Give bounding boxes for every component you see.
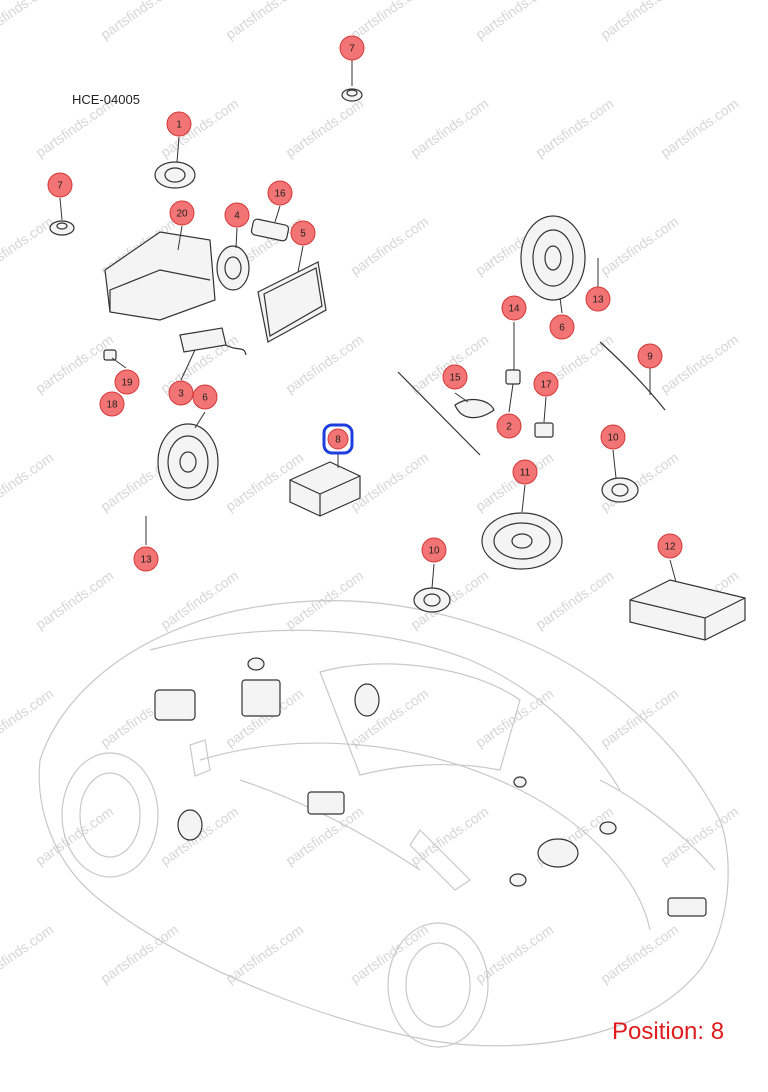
callout-number: 11 [520, 468, 531, 479]
callout[interactable]: 5 [290, 220, 316, 246]
callout-number: 13 [592, 295, 604, 306]
position-label: Position: 8 [612, 1018, 725, 1045]
callout[interactable]: 4 [224, 202, 250, 228]
watermark-text: partsfinds.com [283, 567, 367, 632]
callout[interactable]: 10 [421, 537, 447, 563]
watermark-text: partsfinds.com [33, 567, 117, 632]
callout-number: 6 [202, 393, 208, 404]
watermark-text: partsfinds.com [598, 921, 682, 986]
callout-number: 18 [106, 400, 118, 411]
watermark-text: partsfinds.com [658, 331, 742, 396]
watermark-text: partsfinds.com [348, 921, 432, 986]
watermark-text: partsfinds.com [348, 0, 432, 42]
diagram-code: HCE-04005 [72, 92, 140, 107]
watermark-text: partsfinds.com [98, 0, 182, 42]
callout-number: 15 [449, 373, 461, 384]
callout[interactable]: 3 [168, 380, 194, 406]
callout[interactable]: 1 [166, 111, 192, 137]
callout[interactable]: 19 [114, 369, 140, 395]
watermark-text: partsfinds.com [348, 213, 432, 278]
callout-number: 6 [559, 323, 565, 334]
watermark-text: partsfinds.com [158, 567, 242, 632]
callout-number: 1 [176, 120, 182, 131]
watermark-text: partsfinds.com [158, 803, 242, 868]
callout[interactable]: 7 [339, 35, 365, 61]
watermark-text: partsfinds.com [598, 685, 682, 750]
watermark-text: partsfinds.com [0, 0, 56, 42]
callout[interactable]: 9 [637, 343, 663, 369]
callout-number: 8 [335, 435, 341, 446]
callout[interactable]: 16 [267, 180, 293, 206]
installed-parts [154, 657, 707, 917]
callout-number: 7 [349, 44, 355, 55]
callout-number: 14 [508, 304, 520, 315]
callout[interactable]: 6 [549, 314, 575, 340]
callout-number: 7 [57, 181, 63, 192]
watermark-text: partsfinds.com [223, 921, 307, 986]
watermark-text: partsfinds.com [473, 0, 557, 42]
watermark-text: partsfinds.com [223, 0, 307, 42]
callout[interactable]: 10 [600, 424, 626, 450]
callout-number: 10 [607, 433, 619, 444]
watermark-text: partsfinds.com [0, 213, 56, 278]
watermark-text: partsfinds.com [658, 803, 742, 868]
callout[interactable]: 7 [47, 172, 73, 198]
watermark-text: partsfinds.com [658, 95, 742, 160]
watermark-text: partsfinds.com [408, 95, 492, 160]
callout-number: 17 [540, 380, 552, 391]
watermark-text: partsfinds.com [33, 331, 117, 396]
callout[interactable]: 12 [657, 533, 683, 559]
watermark-text: partsfinds.com [473, 449, 557, 514]
watermark-text: partsfinds.com [0, 449, 56, 514]
callout-selected[interactable]: 8 [322, 423, 354, 455]
watermark-text: partsfinds.com [598, 213, 682, 278]
exploded-parts [49, 88, 746, 641]
watermark-text: partsfinds.com [283, 331, 367, 396]
callout-number: 5 [300, 229, 306, 240]
callout[interactable]: 14 [501, 295, 527, 321]
watermark-text: partsfinds.com [33, 803, 117, 868]
watermark-text: partsfinds.com [533, 567, 617, 632]
watermark-text: partsfinds.com [0, 921, 56, 986]
callout-number: 3 [178, 389, 184, 400]
callout-number: 20 [176, 209, 188, 220]
callout-number: 9 [647, 352, 653, 363]
watermark-text: partsfinds.com [473, 921, 557, 986]
callout[interactable]: 18 [99, 391, 125, 417]
callout[interactable]: 20 [169, 200, 195, 226]
watermark-text: partsfinds.com [533, 95, 617, 160]
watermark-text: partsfinds.com [98, 921, 182, 986]
callout-number: 16 [274, 189, 286, 200]
callout-number: 10 [428, 546, 440, 557]
leader-lines [59, 60, 677, 589]
watermark-text: partsfinds.com [598, 0, 682, 42]
callout[interactable]: 13 [133, 546, 159, 572]
callout-number: 19 [121, 378, 133, 389]
callout[interactable]: 11 [512, 459, 538, 485]
watermark-text: partsfinds.com [283, 95, 367, 160]
callout[interactable]: 6 [192, 384, 218, 410]
callout-number: 13 [140, 555, 152, 566]
callout-number: 12 [664, 542, 676, 553]
callout[interactable]: 17 [533, 371, 559, 397]
callout[interactable]: 15 [442, 364, 468, 390]
callout-number: 4 [234, 211, 240, 222]
callout[interactable]: 2 [496, 413, 522, 439]
callout-number: 2 [506, 422, 512, 433]
callout[interactable]: 13 [585, 286, 611, 312]
car-outline [38, 599, 729, 1048]
